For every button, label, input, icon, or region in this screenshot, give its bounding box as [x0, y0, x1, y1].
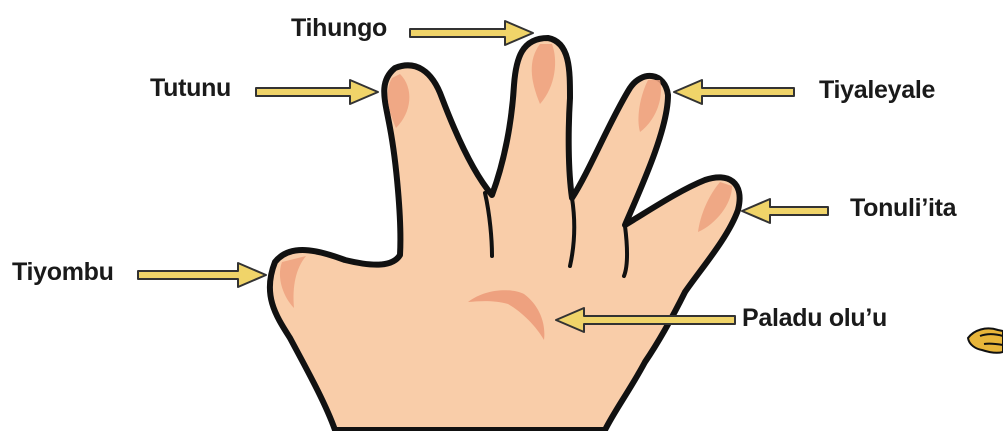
label-thumb: Tiyombu [12, 260, 114, 285]
label-index-finger: Tutunu [150, 76, 231, 101]
label-ring-finger: Tiyaleyale [819, 78, 935, 103]
label-little-finger: Tonuli’ita [850, 196, 956, 221]
label-middle-finger: Tihungo [291, 16, 387, 41]
label-palm: Paladu olu’u [742, 306, 887, 331]
arrow-tihungo [410, 21, 533, 45]
arrow-tonulita [742, 199, 828, 223]
arrow-tutunu [256, 80, 378, 104]
arrow-tiyaleyale [674, 80, 794, 104]
pointing-hand-icon [968, 328, 1003, 352]
arrow-tiyombu [138, 263, 266, 287]
